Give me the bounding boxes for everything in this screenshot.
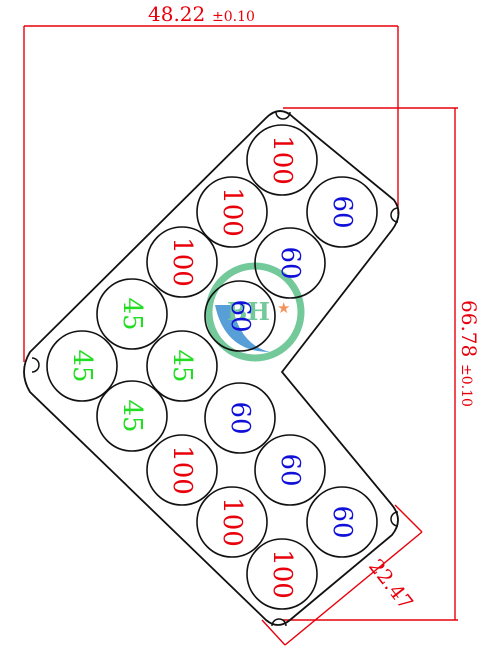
- led-circle: [306, 486, 378, 558]
- led-circle: [204, 280, 276, 352]
- notch-top: [275, 111, 291, 120]
- led-circle: [96, 278, 168, 350]
- led-upper-6: 60: [204, 280, 276, 352]
- led-label: 100: [267, 549, 297, 599]
- led-lower-5: 60: [306, 486, 378, 558]
- led-circle: [254, 227, 326, 299]
- arm-dimension-line: [284, 531, 423, 646]
- notch-right-upper: [390, 207, 399, 223]
- logo-text: BH: [227, 297, 270, 326]
- led-label: 100: [267, 135, 297, 185]
- led-label: 60: [327, 505, 357, 538]
- led-upper-1: 100: [246, 124, 318, 196]
- led-lower-1: 60: [204, 382, 276, 454]
- led-circle: [146, 226, 218, 298]
- width-dimension: [23, 25, 399, 362]
- led-circle: [246, 538, 318, 610]
- led-label: 45: [167, 349, 197, 382]
- width-dimension-label: 48.22 ±0.10: [148, 2, 255, 26]
- led-label: 45: [67, 349, 97, 382]
- led-label: 60: [225, 299, 255, 332]
- led-circle: [204, 382, 276, 454]
- led-upper-5: 100: [146, 226, 218, 298]
- led-label: 100: [167, 445, 197, 495]
- led-lower-2: 100: [146, 434, 218, 506]
- led-lower-3: 60: [254, 434, 326, 506]
- notch-left: [31, 357, 40, 373]
- arm-width-dimension: [261, 504, 423, 646]
- height-value: 66.78: [457, 300, 481, 357]
- width-tolerance: ±0.10: [212, 9, 255, 25]
- led-lower-6: 100: [246, 538, 318, 610]
- led-lower-4: 100: [196, 486, 268, 558]
- arm-extension-right: [394, 504, 423, 533]
- led-label: 60: [275, 246, 305, 279]
- led-circle: [146, 330, 218, 402]
- star-icon: ★: [277, 299, 290, 317]
- led-label: 60: [327, 195, 357, 228]
- led-corner-3: 45: [146, 330, 218, 402]
- arm-width-value: 22.47: [364, 554, 418, 614]
- led-upper-2: 60: [306, 176, 378, 248]
- led-upper-4: 60: [254, 227, 326, 299]
- led-circle: [146, 434, 218, 506]
- led-label: 60: [275, 453, 305, 486]
- mounting-notches: [31, 111, 399, 627]
- led-corner-4: 45: [96, 380, 168, 452]
- led-circle: [46, 330, 118, 402]
- led-label: 45: [117, 297, 147, 330]
- led-circle: [254, 434, 326, 506]
- arm-width-dimension-label: 22.47: [364, 554, 418, 614]
- height-tolerance: ±0.10: [458, 364, 474, 407]
- led-corner-2: 45: [46, 330, 118, 402]
- notch-bottom: [271, 618, 287, 627]
- arm-extension-bottom: [261, 619, 286, 646]
- height-dimension-label: 66.78 ±0.10: [457, 300, 481, 407]
- led-circle: [306, 176, 378, 248]
- led-label: 100: [167, 237, 197, 287]
- led-label: 100: [217, 497, 247, 547]
- led-circle: [196, 486, 268, 558]
- led-label: 60: [225, 401, 255, 434]
- notch-right-lower: [390, 511, 399, 527]
- led-corner-1: 45: [96, 278, 168, 350]
- width-value: 48.22: [148, 2, 205, 26]
- led-upper-3: 100: [196, 176, 268, 248]
- led-positions: 100 60 100 60 100 60 45 45 45 45 60 100 60 100 60 100: [46, 124, 378, 610]
- led-label: 45: [117, 399, 147, 432]
- led-circle: [246, 124, 318, 196]
- height-dimension: [283, 107, 458, 621]
- board-outline: [23, 110, 400, 626]
- led-circle: [96, 380, 168, 452]
- logo-wave: [215, 305, 270, 352]
- led-circle: [196, 176, 268, 248]
- led-label: 100: [217, 187, 247, 237]
